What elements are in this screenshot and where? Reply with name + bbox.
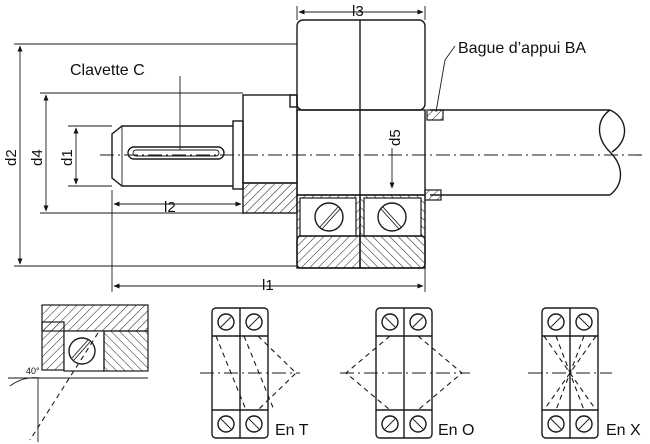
label-l1: l1	[262, 277, 274, 294]
label-en-o: En O	[438, 422, 474, 439]
label-d4: d4	[29, 149, 46, 166]
key-clavette	[127, 146, 225, 160]
label-clavette: Clavette C	[70, 62, 145, 79]
detail-bearing-section	[8, 304, 149, 442]
label-en-t: En T	[275, 422, 309, 439]
label-d5: d5	[387, 129, 404, 146]
ball-left	[314, 202, 344, 232]
label-en-x: En X	[606, 422, 641, 439]
main-assembly-view	[14, 6, 645, 292]
label-d1: d1	[59, 149, 76, 166]
detail-ball	[68, 337, 96, 365]
shaft-journal	[111, 125, 233, 187]
label-bague-appui: Bague d’appui BA	[458, 40, 586, 57]
label-angle: 40°	[26, 366, 40, 376]
leader-bague	[435, 45, 456, 113]
bearing-housing	[296, 19, 426, 269]
label-l2: l2	[164, 199, 176, 216]
label-d2: d2	[3, 149, 20, 166]
ball-right	[377, 202, 407, 232]
label-l3: l3	[352, 3, 364, 20]
shaft-tube	[430, 109, 626, 196]
support-ring-ba	[426, 109, 444, 121]
arrangement-t	[200, 307, 300, 439]
hub-sleeve	[232, 94, 298, 214]
arrangement-o	[340, 307, 470, 439]
arrangement-x	[528, 307, 612, 439]
